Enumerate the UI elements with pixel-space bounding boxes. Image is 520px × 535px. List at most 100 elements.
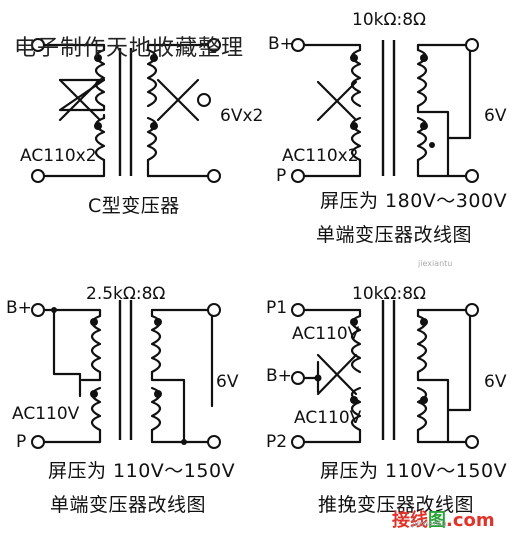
primary-label: AC110x2 — [282, 146, 359, 166]
polarity-dot — [154, 318, 162, 326]
terminal-p2 — [291, 435, 305, 449]
logo-subtext: jiexiantu — [412, 519, 447, 528]
terminal-p — [31, 435, 45, 449]
polarity-dot — [420, 54, 428, 62]
caption-line1: 屏压为 180V～300V — [320, 190, 508, 212]
wire — [80, 370, 102, 382]
wire — [38, 158, 106, 178]
wire — [38, 428, 102, 444]
terminal-b-plus — [291, 38, 305, 52]
wire — [298, 158, 362, 178]
side-mark: jiexiantu — [418, 259, 453, 268]
ratio-label: 10kΩ:8Ω — [352, 284, 427, 304]
wire — [316, 353, 358, 396]
wire — [298, 428, 362, 444]
junction-dot — [314, 374, 322, 382]
secondary-label: 6Vx2 — [220, 106, 264, 126]
wire — [38, 43, 106, 52]
caption-line2: 单端变压器改线图 — [50, 494, 207, 516]
wire — [58, 78, 106, 112]
terminal — [207, 303, 221, 317]
terminal — [465, 435, 479, 449]
caption-line1: 屏压为 110V～150V — [48, 460, 236, 482]
left-top-label: B+ — [268, 34, 294, 54]
polarity-dot — [350, 122, 358, 130]
junction-dot — [181, 439, 187, 445]
terminal — [465, 38, 479, 52]
wire — [298, 308, 362, 318]
wire — [150, 428, 214, 444]
wire — [416, 428, 472, 444]
logo-part-b: 图 — [428, 510, 446, 531]
polarity-dot — [154, 390, 162, 398]
terminal — [31, 38, 45, 52]
primary-label: AC110V — [12, 404, 80, 424]
secondary-coil-bottom — [416, 386, 428, 432]
junction-dot — [429, 142, 435, 148]
primary-coil-bottom — [350, 386, 362, 432]
polarity-dot — [420, 318, 428, 326]
wire — [52, 308, 82, 398]
left-top-label: B+ — [6, 298, 32, 318]
caption-line2: 单端变压器改线图 — [316, 224, 473, 246]
polarity-dot — [94, 54, 102, 62]
terminal — [207, 169, 221, 183]
primary-label-bottom: AC110V — [294, 408, 362, 428]
ratio-label: 10kΩ:8Ω — [352, 10, 427, 30]
panel-single-ended-180-300 — [291, 38, 479, 183]
terminal — [465, 169, 479, 183]
wire — [156, 78, 200, 122]
polarity-dot — [90, 318, 98, 326]
wire — [58, 78, 102, 122]
logo-part-a: 接线 — [392, 510, 428, 531]
terminal-b-plus — [291, 371, 305, 385]
terminal-b-plus — [31, 303, 45, 317]
panel-push-pull-110-150 — [291, 300, 479, 449]
secondary-label: 6V — [484, 372, 507, 392]
left-bottom-label: P2 — [266, 432, 288, 452]
panel-c-transformer — [31, 38, 221, 183]
junction-dot — [51, 307, 57, 313]
terminal — [465, 303, 479, 317]
wire — [146, 43, 214, 52]
secondary-label: 6V — [216, 372, 239, 392]
terminal — [31, 169, 45, 183]
panel-single-ended-110-150 — [31, 300, 221, 449]
terminal-p1 — [291, 303, 305, 317]
wire — [298, 43, 362, 52]
wire — [416, 104, 450, 178]
polarity-dot — [350, 318, 358, 326]
terminal — [207, 435, 221, 449]
polarity-dot — [420, 396, 428, 404]
wire — [316, 80, 358, 122]
caption-line2: 推挽变压器改线图 — [318, 494, 475, 516]
left-mid-label: B+ — [266, 366, 292, 386]
logo-part-c: .com — [446, 510, 495, 531]
watermark-text: 电子制作天地收藏整理 — [14, 36, 245, 61]
wire — [150, 308, 214, 408]
left-bottom-label: P — [276, 166, 287, 186]
polarity-dot — [150, 122, 158, 130]
left-bottom-label: P — [16, 432, 27, 452]
terminal-p — [291, 169, 305, 183]
terminal — [197, 93, 211, 107]
polarity-dot — [350, 396, 358, 404]
wire — [416, 370, 450, 444]
polarity-dot — [94, 122, 102, 130]
caption-line1: 屏压为 110V～150V — [320, 460, 508, 482]
primary-label-top: AC110V — [292, 324, 360, 344]
polarity-dot — [150, 54, 158, 62]
caption-line1: C型变压器 — [88, 195, 180, 217]
polarity-dot — [90, 390, 98, 398]
polarity-dot — [420, 122, 428, 130]
primary-label: AC110x2 — [20, 146, 97, 166]
ratio-label: 2.5kΩ:8Ω — [86, 284, 166, 304]
terminal — [207, 38, 221, 52]
wire — [38, 308, 102, 318]
secondary-label: 6V — [484, 106, 507, 126]
left-top-label: P1 — [266, 298, 288, 318]
site-logo: 接线图.com — [392, 506, 495, 532]
polarity-dot — [350, 54, 358, 62]
